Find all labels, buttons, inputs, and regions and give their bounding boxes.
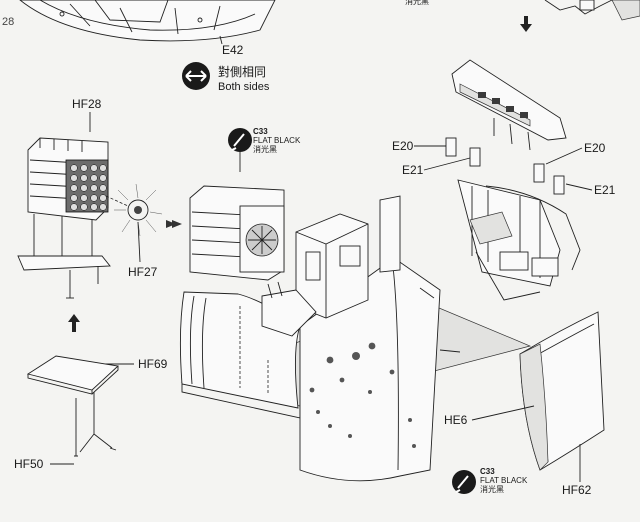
label-e42: E42 (222, 43, 244, 57)
label-e20-right: E20 (584, 141, 606, 155)
label-hf50: HF50 (14, 457, 44, 471)
tray-hf69 (26, 355, 119, 457)
door-panel-hf62 (519, 311, 605, 471)
step-arrow-up-icon (68, 314, 80, 332)
leader-e21-right (565, 183, 593, 191)
feed-ring-hf27 (105, 183, 163, 237)
paint-code: C33 (480, 467, 495, 476)
ammo-box-hf28 (27, 137, 109, 221)
dashed-guide-lines (239, 306, 269, 394)
both-sides-chinese: 對側相同 (218, 65, 266, 79)
label-hf28: HF28 (72, 97, 102, 111)
step-arrow-right-icon (166, 220, 182, 228)
svg-text:消光黑: 消光黑 (405, 0, 429, 6)
ammo-box-assembled (189, 185, 285, 281)
both-sides-note: 對側相同 Both sides (182, 62, 270, 93)
paint-name-cn: 消光黑 (480, 484, 504, 494)
label-e21-left: E21 (402, 163, 424, 177)
label-hf62: HF62 (562, 483, 592, 497)
label-hf69: HF69 (138, 357, 168, 371)
leader-hf27 (137, 221, 141, 263)
both-sides-english: Both sides (218, 81, 270, 93)
upper-fuselage-part (19, 0, 276, 42)
instrument-panel (451, 59, 567, 151)
part-e21-right (553, 175, 565, 195)
part-e20-left (445, 137, 457, 157)
label-e20-left: E20 (392, 139, 414, 153)
part-e21-left (469, 147, 481, 167)
label-e21-right: E21 (594, 183, 616, 197)
paint-name-en: FLAT BLACK (253, 136, 301, 145)
label-hf27: HF27 (128, 265, 158, 279)
fuselage-section (179, 179, 581, 482)
paint-name-cn: 消光黑 (253, 144, 277, 154)
mounting-plate (17, 255, 111, 299)
part-e20-right (533, 163, 545, 183)
leader-e21-left (423, 157, 471, 171)
paint-callout-1: C33 FLAT BLACK 消光黑 (228, 127, 301, 154)
leader-e42 (219, 35, 223, 45)
paint-callout-2: C33 FLAT BLACK 消光黑 (452, 467, 528, 494)
leader-e20-right (545, 147, 583, 165)
upper-right-part: 消光黑 (405, 0, 640, 32)
paint-name-en: FLAT BLACK (480, 476, 528, 485)
paint-code: C33 (253, 127, 268, 136)
page-number: 28 (2, 16, 14, 28)
leader-he6 (471, 405, 535, 421)
step-arrow-down-icon (520, 16, 532, 32)
label-he6: HE6 (444, 413, 468, 427)
